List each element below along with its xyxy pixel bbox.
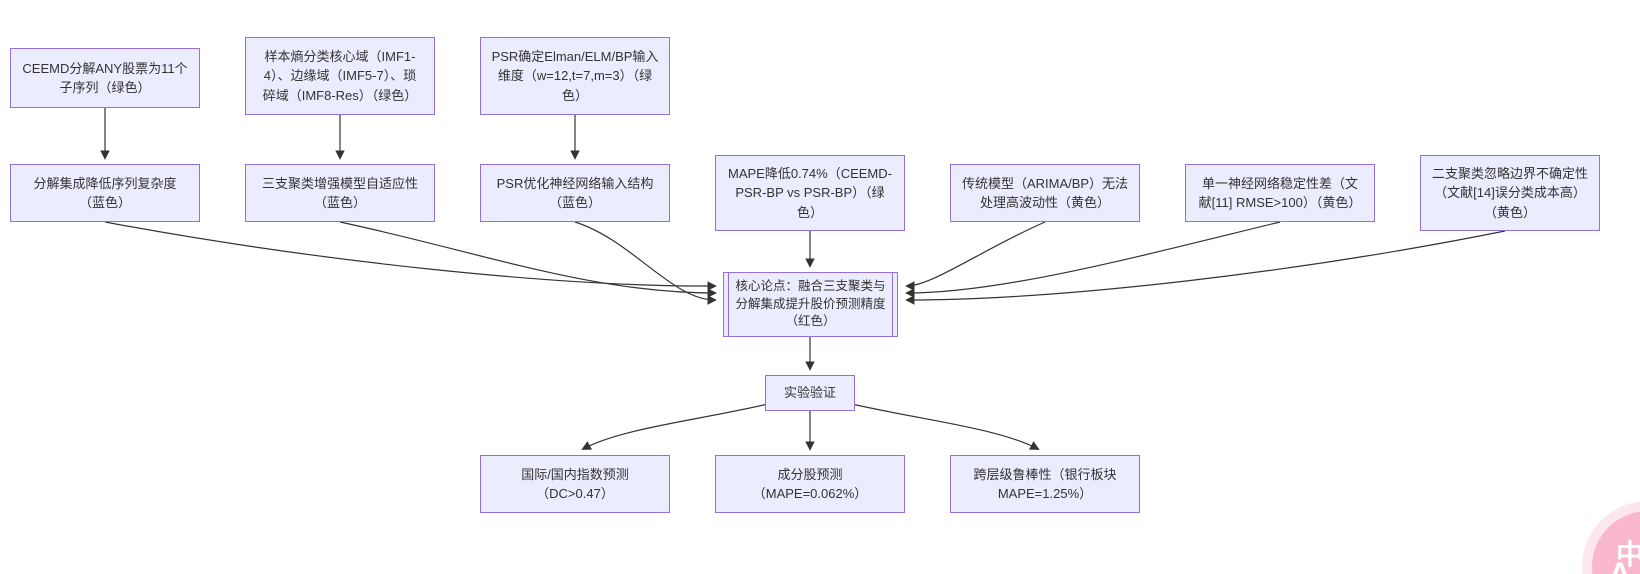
node-label: PSR确定Elman/ELM/BP输入 维度（w=12,t=7,m=3）（绿 色… [491,48,659,103]
node-label: 成分股预测 （MAPE=0.062%） [752,466,868,502]
node-label: 核心论点：融合三支聚类与 分解集成提升股价预测精度 （红色） [735,279,886,329]
node-label: CEEMD分解ANY股票为11个 子序列（绿色） [22,60,188,96]
node-psr-structure: PSR优化神经网络输入结构 （蓝色） [480,164,670,222]
edge-adaptivity-core [339,221,717,298]
edge-traditional-core [905,221,1046,291]
node-label: 传统模型（ARIMA/BP）无法 处理高波动性（黄色） [961,175,1129,211]
edge-singlenn-core [905,221,1281,298]
translate-badge-en: A [1609,557,1631,574]
edge-experiment-robustness [851,403,1040,450]
node-single-nn: 单一神经网络稳定性差（文 献[11] RMSE>100）（黄色） [1185,164,1375,222]
node-cross-level-robustness: 跨层级鲁棒性（银行板块 MAPE=1.25%） [950,455,1140,513]
node-label: PSR优化神经网络输入结构 （蓝色） [496,175,654,211]
edge-twoway-core [905,230,1506,305]
node-core-thesis: 核心论点：融合三支聚类与 分解集成提升股价预测精度 （红色） [723,272,898,337]
node-twoway-cluster: 二支聚类忽略边界不确定性 （文献[14]误分类成本高） （黄色） [1420,155,1600,231]
subroutine-bar-right [892,273,893,336]
edge-structure-core [574,221,717,305]
node-decompose-complexity: 分解集成降低序列复杂度 （蓝色） [10,164,200,222]
node-label: 三支聚类增强模型自适应性 （蓝色） [261,175,418,211]
edge-experiment-index [581,403,769,450]
node-label: 分解集成降低序列复杂度 （蓝色） [33,175,177,211]
node-label: 单一神经网络稳定性差（文 献[11] RMSE>100）（黄色） [1198,175,1362,211]
node-experiment-validation: 实验验证 [765,375,855,411]
node-mape-drop: MAPE降低0.74%（CEEMD- PSR-BP vs PSR-BP）（绿 色… [715,155,905,231]
subroutine-bar-left [728,273,729,336]
node-label: 跨层级鲁棒性（银行板块 MAPE=1.25%） [973,466,1117,502]
node-psr-dimension: PSR确定Elman/ELM/BP输入 维度（w=12,t=7,m=3）（绿 色… [480,37,670,115]
node-sample-entropy: 样本熵分类核心域（IMF1- 4）、边缘域（IMF5-7）、琐 碎域（IMF8-… [245,37,435,115]
translate-badge-zh: 中 [1616,539,1640,570]
node-label: 二支聚类忽略边界不确定性 （文献[14]误分类成本高） （黄色） [1431,165,1588,220]
node-index-prediction: 国际/国内指数预测 （DC>0.47） [480,455,670,513]
node-ceemd-decompose: CEEMD分解ANY股票为11个 子序列（绿色） [10,48,200,108]
node-label: 国际/国内指数预测 （DC>0.47） [521,466,629,502]
node-threeway-adaptivity: 三支聚类增强模型自适应性 （蓝色） [245,164,435,222]
node-label: MAPE降低0.74%（CEEMD- PSR-BP vs PSR-BP）（绿 色… [728,165,892,220]
node-label: 实验验证 [783,385,836,401]
node-traditional-model: 传统模型（ARIMA/BP）无法 处理高波动性（黄色） [950,164,1140,222]
edge-complexity-core [104,221,717,291]
translate-badge[interactable]: 中 A [1592,511,1640,574]
node-component-prediction: 成分股预测 （MAPE=0.062%） [715,455,905,513]
node-label: 样本熵分类核心域（IMF1- 4）、边缘域（IMF5-7）、琐 碎域（IMF8-… [262,48,418,103]
